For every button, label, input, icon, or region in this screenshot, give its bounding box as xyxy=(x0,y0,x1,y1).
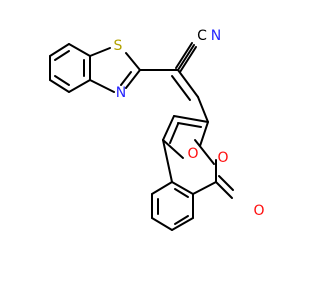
vinyl-nitrile-linker xyxy=(139,42,199,101)
benzothiazole-benzene-ring xyxy=(49,43,91,93)
thiazole-sulfur-label: S xyxy=(114,38,123,54)
furan-ring xyxy=(162,96,209,159)
nitrile-carbon-label: C xyxy=(197,28,207,44)
ester-oxygen-label: O xyxy=(217,150,228,166)
methyl-ester-group xyxy=(192,139,234,199)
furan-oxygen-label: O xyxy=(187,146,198,162)
thiazole-ring xyxy=(89,47,141,93)
nitrile-nitrogen-label: N xyxy=(211,28,221,44)
thiazole-nitrogen-label: N xyxy=(116,85,126,101)
phenyl-ring xyxy=(151,139,194,231)
molecule-diagram: C N S N O O O xyxy=(49,28,265,231)
carbonyl-oxygen-label: O xyxy=(253,203,264,219)
